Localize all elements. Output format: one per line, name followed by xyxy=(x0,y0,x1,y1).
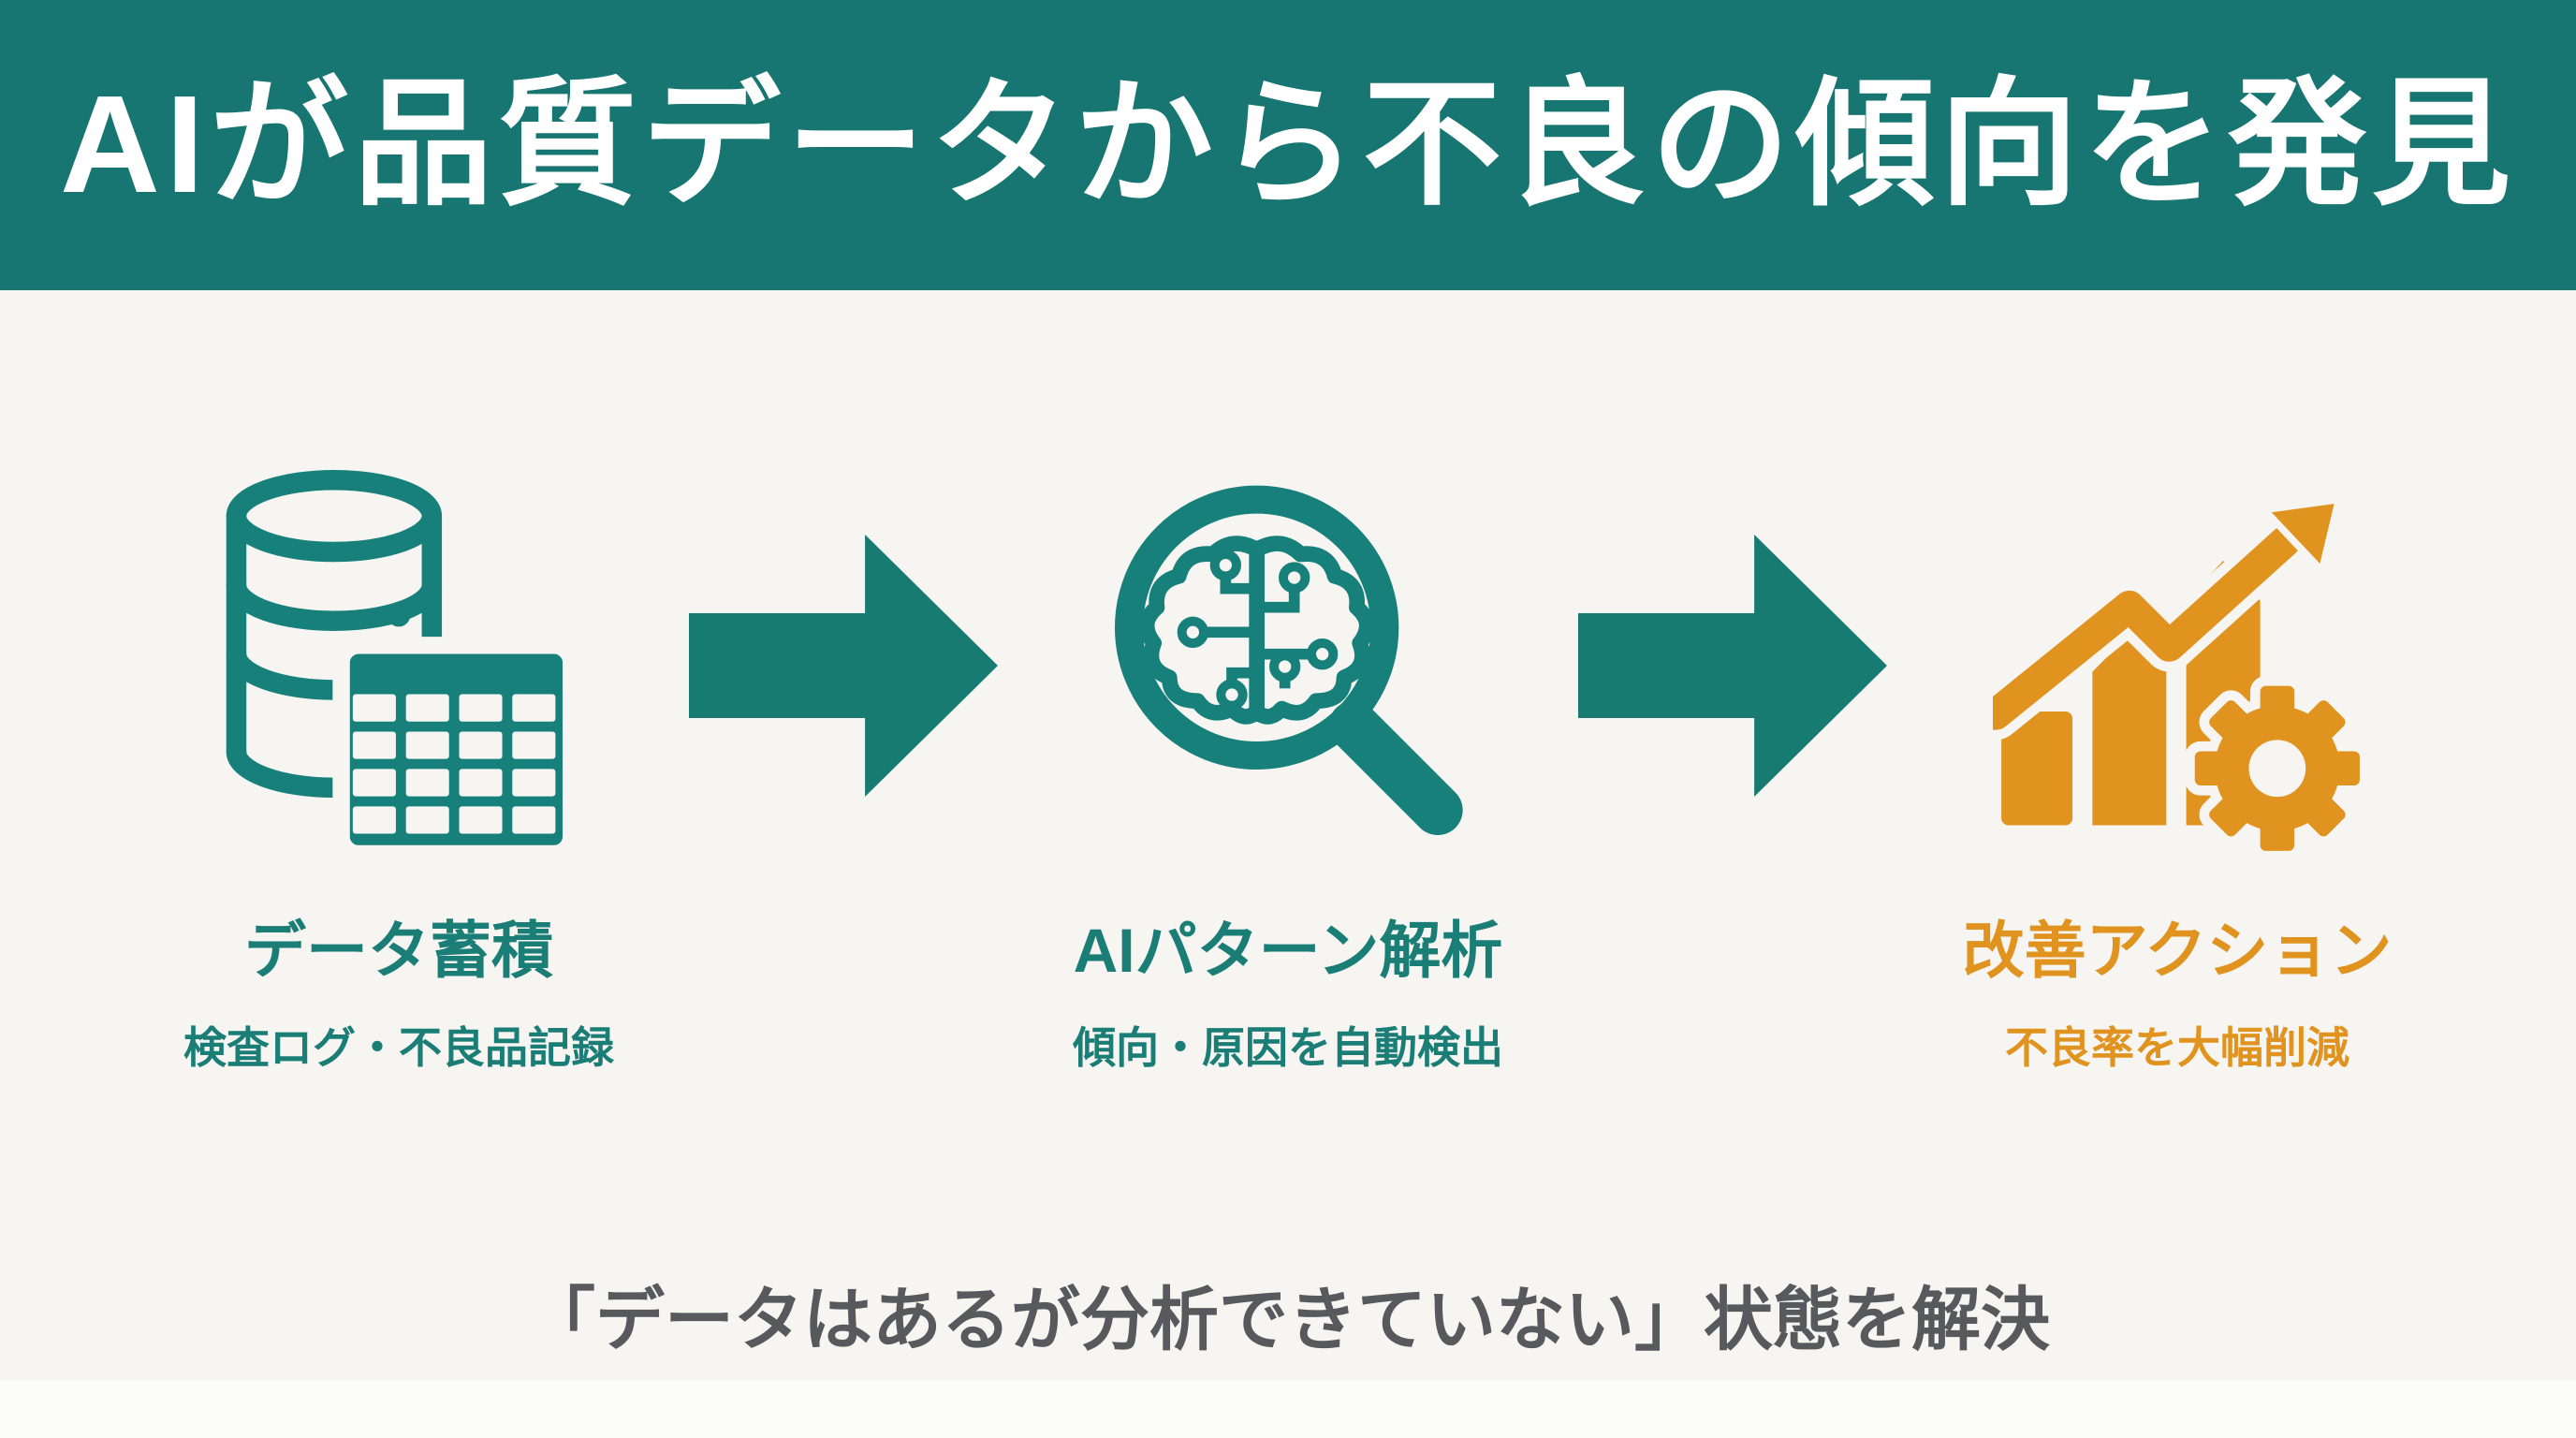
database-table-icon xyxy=(226,470,573,854)
flow-arrow-icon xyxy=(689,535,998,797)
page-title: AIが品質データから不良の傾向を発見 xyxy=(60,67,2516,222)
step-title: 改善アクション xyxy=(1962,916,2393,985)
step-subtitle: 検査ログ・不良品記録 xyxy=(183,1023,614,1072)
step-icon-box xyxy=(1101,468,1475,854)
bottom-strip xyxy=(0,1380,2576,1438)
brain-magnifier-icon xyxy=(1115,485,1463,835)
step-icon-box xyxy=(225,468,573,854)
bottom-caption: 「データはあるが分析できていない」状態を解決 xyxy=(526,1281,2050,1358)
step-ai-pattern-analysis: AIパターン解析 傾向・原因を自動検出 xyxy=(998,468,1578,1069)
process-flow: データ蓄積 検査ログ・不良品記録 xyxy=(0,468,2576,1069)
step-title: AIパターン解析 xyxy=(1073,916,1503,985)
step-icon-box xyxy=(1992,468,2363,854)
growth-chart-gear-icon xyxy=(1992,498,2363,854)
title-banner: AIが品質データから不良の傾向を発見 xyxy=(0,0,2576,290)
flow-arrow-icon xyxy=(1578,535,1887,797)
step-improvement-action: 改善アクション 不良率を大幅削減 xyxy=(1887,468,2467,1069)
step-subtitle: 傾向・原因を自動検出 xyxy=(1073,1023,1503,1072)
step-data-accumulation: データ蓄積 検査ログ・不良品記録 xyxy=(109,468,689,1069)
step-subtitle: 不良率を大幅削減 xyxy=(2005,1023,2349,1072)
step-title: データ蓄積 xyxy=(244,916,553,985)
